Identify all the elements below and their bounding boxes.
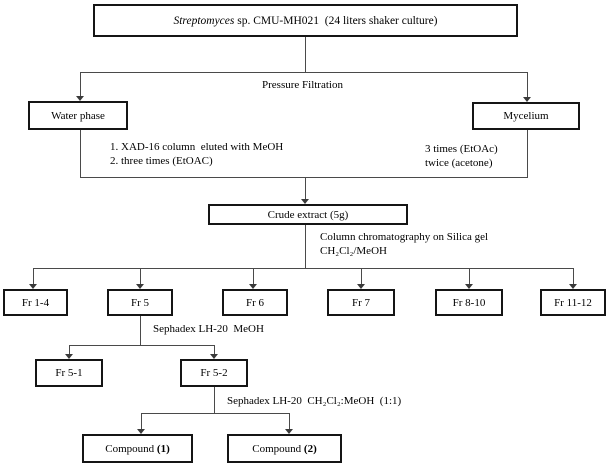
fraction-box-fr8-10: Fr 8-10 — [435, 289, 503, 316]
connector-fr11-12-stub-line — [573, 268, 574, 284]
connector-fr5-stub-line — [140, 268, 141, 284]
water-phase-label: Water phase — [51, 109, 105, 122]
silica-chromatography-label: Column chromatography on Silica gel — [320, 231, 489, 243]
connector-fr1-4-stub-line — [33, 268, 34, 284]
crude-extract-label: Crude extract (5g) — [267, 208, 349, 221]
arrow-down-icon — [29, 284, 37, 289]
connector-crude-down-line — [305, 225, 306, 269]
fraction-box-fr7: Fr 7 — [327, 289, 395, 316]
sephadex-dcm-label: Sephadex LH-20 CH₂Cl₂:MeOH (1:1) — [227, 395, 402, 407]
arrow-down-icon — [523, 97, 531, 102]
compound-2-box: Compound (2) — [227, 434, 342, 463]
connector-water-stub-line — [80, 72, 81, 97]
culture-title-box: Streptomyces sp. CMU-MH021 (24 liters sh… — [93, 4, 518, 37]
fraction-label: Fr 11-12 — [554, 296, 592, 309]
connector-compound1-stub-line — [141, 413, 142, 430]
connector-fr5-1-stub-line — [69, 345, 70, 355]
fraction-label: Fr 6 — [245, 296, 265, 309]
connector-water-down-line — [80, 130, 81, 178]
sephadex-meoh-label: Sephadex LH-20 MeOH — [153, 323, 264, 335]
connector-fr8-10-stub-line — [469, 268, 470, 284]
arrow-down-icon — [285, 429, 293, 434]
water-phase-step-1: 1. XAD-16 column eluted with MeOH — [110, 141, 284, 153]
crude-extract-box: Crude extract (5g) — [208, 204, 408, 225]
arrow-down-icon — [301, 199, 309, 204]
mycelium-step-2: twice (acetone) — [425, 157, 493, 169]
fraction-label: Fr 8-10 — [452, 296, 486, 309]
arrow-down-icon — [249, 284, 257, 289]
connector-fr5-2-down-line — [214, 387, 215, 414]
fraction-box-fr5: Fr 5 — [107, 289, 173, 316]
fraction-label: Fr 1-4 — [21, 296, 50, 309]
mycelium-box: Mycelium — [472, 102, 580, 130]
culture-title-text: sp. CMU-MH021 (24 liters shaker culture) — [234, 14, 438, 27]
mycelium-label: Mycelium — [503, 110, 549, 122]
connector-fraction-split-line — [33, 268, 574, 269]
connector-merge-line — [80, 177, 528, 178]
connector-mycelium-stub-line — [527, 72, 528, 98]
fraction-label: Fr 7 — [351, 296, 371, 309]
connector-compound-split-line — [141, 413, 290, 414]
arrow-down-icon — [569, 284, 577, 289]
connector-compound2-stub-line — [289, 413, 290, 430]
compound-1-label: Compound — [105, 442, 157, 455]
connector-fr7-stub-line — [361, 268, 362, 284]
connector-fr5-down-line — [140, 316, 141, 346]
fraction-label: Fr 5-1 — [55, 367, 83, 379]
connector-mycelium-down-line — [527, 130, 528, 178]
arrow-down-icon — [357, 284, 365, 289]
fraction-box-fr5-1: Fr 5-1 — [35, 359, 103, 387]
organism-name: Streptomyces — [173, 14, 235, 27]
connector-fr5-split-line — [69, 345, 215, 346]
fraction-box-fr1-4: Fr 1-4 — [3, 289, 68, 316]
connector-fr6-stub-line — [253, 268, 254, 284]
arrow-down-icon — [65, 354, 73, 359]
compound-2-label: Compound — [252, 442, 304, 455]
compound-1-number: (1) — [156, 442, 170, 455]
arrow-down-icon — [76, 96, 84, 101]
connector-fr5-2-stub-line — [214, 345, 215, 355]
water-phase-box: Water phase — [28, 101, 128, 130]
connector-title-drop-line — [305, 37, 306, 73]
connector-filtration-split-line — [80, 72, 528, 73]
arrow-down-icon — [137, 429, 145, 434]
arrow-down-icon — [210, 354, 218, 359]
silica-solvent-label: CH₂Cl₂/MeOH — [320, 245, 387, 257]
compound-1-box: Compound (1) — [82, 434, 193, 463]
arrow-down-icon — [136, 284, 144, 289]
fraction-label: Fr 5 — [130, 296, 150, 309]
arrow-down-icon — [465, 284, 473, 289]
fraction-box-fr11-12: Fr 11-12 — [540, 289, 606, 316]
compound-2-number: (2) — [303, 442, 317, 455]
fraction-label: Fr 5-2 — [200, 367, 228, 379]
mycelium-step-1: 3 times (EtOAc) — [425, 143, 498, 155]
fraction-box-fr6: Fr 6 — [222, 289, 288, 316]
water-phase-step-2: 2. three times (EtOAC) — [110, 155, 213, 167]
fraction-box-fr5-2: Fr 5-2 — [180, 359, 248, 387]
connector-crude-drop-line — [305, 177, 306, 200]
pressure-filtration-label: Pressure Filtration — [262, 79, 343, 91]
